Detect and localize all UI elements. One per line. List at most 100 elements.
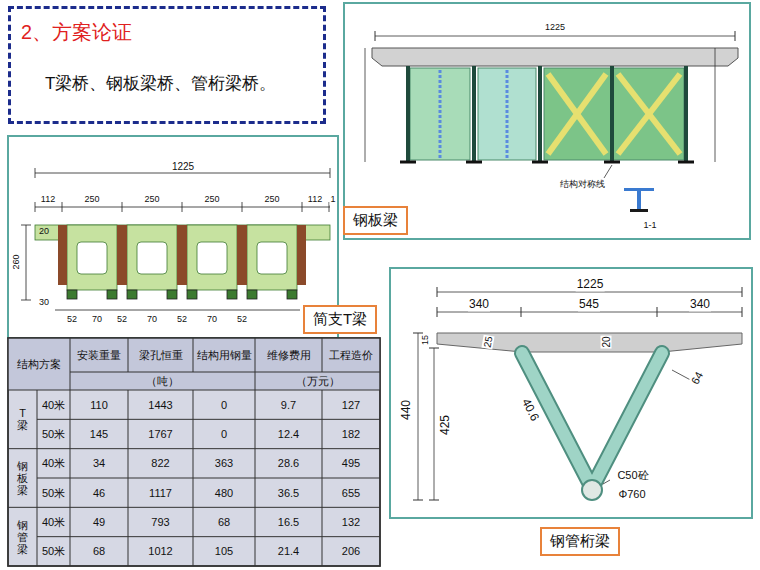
drawing-line xyxy=(122,202,123,212)
drawing-line xyxy=(610,66,614,162)
drawing-line xyxy=(21,300,31,301)
table-line xyxy=(8,390,380,391)
dimension-label: 20 xyxy=(39,227,49,237)
drawing-polygon xyxy=(437,333,742,352)
drawing-rect xyxy=(478,68,536,160)
drawing-g xyxy=(408,66,686,162)
drawing-line xyxy=(406,66,410,162)
table-cell: 110 xyxy=(90,399,108,411)
table-line xyxy=(193,338,194,372)
table-cell: 480 xyxy=(215,487,233,499)
pipe-truss-section xyxy=(413,287,742,500)
drawing-line xyxy=(434,348,435,500)
drawing-rect xyxy=(127,225,177,290)
dimension-label: Φ760 xyxy=(617,488,646,500)
drawing-rect xyxy=(187,290,197,299)
drawing-rect xyxy=(58,225,67,285)
table-grid xyxy=(8,338,380,566)
dimension-label: 30 xyxy=(39,298,49,308)
drawing-line xyxy=(375,31,376,41)
drawing-line xyxy=(26,225,27,300)
drawing-line xyxy=(437,292,742,293)
drawing-rect xyxy=(77,242,107,274)
drawing-rect xyxy=(624,188,654,191)
drawing-g xyxy=(400,161,694,164)
drawing-rect xyxy=(247,290,257,299)
drawing-line xyxy=(592,353,662,488)
drawing-rect xyxy=(297,225,306,285)
dimension-label: 260 xyxy=(12,253,22,270)
dimension-label: 250 xyxy=(83,195,100,205)
table-line xyxy=(128,338,129,372)
dimension-label: 25 xyxy=(481,335,494,350)
table-cell: 68 xyxy=(93,545,105,557)
table-cell: 9.7 xyxy=(281,399,296,411)
drawing-line xyxy=(413,500,423,501)
drawing-line xyxy=(592,353,662,488)
drawing-circle xyxy=(582,480,602,500)
table-cell: 结构用钢量 xyxy=(197,349,252,361)
drawing-line xyxy=(429,500,439,501)
drawing-rect xyxy=(127,290,137,299)
dimension-label: 15 xyxy=(421,334,431,346)
drawing-rect xyxy=(630,209,648,212)
dimension-label: 250 xyxy=(203,195,220,205)
drawing-line xyxy=(735,31,736,41)
drawing-line xyxy=(437,307,438,317)
table-line xyxy=(37,419,380,420)
table-cell: 0 xyxy=(221,399,227,411)
title-box: 2、方案论证T梁桥、钢板梁桥、管桁梁桥。 xyxy=(8,6,326,124)
drawing-line xyxy=(715,48,716,162)
table-cell: 钢板梁 xyxy=(17,460,28,496)
table-cell: 36.5 xyxy=(278,487,299,499)
drawing-rect xyxy=(637,191,641,209)
drawing-line xyxy=(182,202,183,212)
table-cell: 1117 xyxy=(149,487,172,499)
dimension-label: 20 xyxy=(601,335,612,348)
drawing-rect xyxy=(117,225,127,285)
drawing-line xyxy=(603,480,610,484)
caption-tag: 简支T梁 xyxy=(303,305,377,334)
table-cell: 206 xyxy=(342,545,360,557)
table-cell: 50米 xyxy=(42,545,65,557)
drawing-rect xyxy=(257,242,287,274)
table-cell: 655 xyxy=(342,487,360,499)
table-cell: 工程造价 xyxy=(329,349,373,361)
drawing-line xyxy=(35,168,36,178)
drawing-line xyxy=(742,307,743,317)
dimension-label: 1225 xyxy=(576,278,605,291)
drawing-line xyxy=(439,70,442,158)
drawing-line xyxy=(330,168,331,178)
dimension-label: 1225 xyxy=(171,161,195,172)
table-cell: T梁 xyxy=(17,407,28,431)
drawing-line xyxy=(538,66,542,162)
table-cell: 145 xyxy=(90,428,108,440)
table-line xyxy=(322,338,323,372)
drawing-line xyxy=(429,348,439,349)
table-cell: 127 xyxy=(342,399,360,411)
drawing-line xyxy=(521,307,522,317)
dimension-label: 250 xyxy=(143,195,160,205)
caption-text: 钢管桁梁 xyxy=(550,532,610,551)
drawing-line xyxy=(437,312,742,313)
table-cell: （万元） xyxy=(296,375,340,387)
t-beam-section xyxy=(21,168,330,310)
drawing-line xyxy=(242,202,243,212)
table-cell: （吨） xyxy=(146,375,179,387)
dimension-label: 70 xyxy=(206,315,218,325)
table-cell: 1012 xyxy=(148,545,172,557)
drawing-rect xyxy=(177,225,187,285)
drawing-line xyxy=(35,202,36,212)
drawing-line xyxy=(466,161,482,164)
table-cell: 68 xyxy=(218,516,230,528)
drawing-line xyxy=(548,74,606,154)
caption-tag: 钢管桁梁 xyxy=(540,527,620,556)
drawing-rect xyxy=(167,290,177,299)
drawing-line xyxy=(21,225,31,226)
table-cell: 49 xyxy=(93,516,105,528)
drawing-rect xyxy=(197,242,227,274)
table-cell: 40米 xyxy=(42,457,65,469)
table-cell: 363 xyxy=(215,457,233,469)
caption-text: 钢板梁 xyxy=(353,211,398,230)
drawing-line xyxy=(604,165,612,178)
